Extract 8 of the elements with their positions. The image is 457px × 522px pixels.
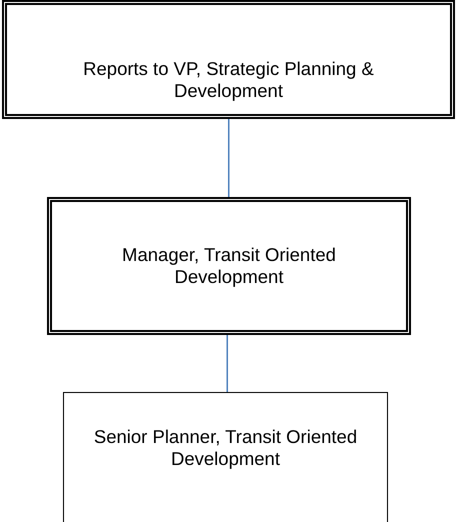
connector-line [228,119,230,197]
position-title: Manager, Transit Oriented Development [121,244,337,288]
org-chart-box [2,0,455,119]
connector-line [226,335,228,392]
position-title: Reports to VP, Strategic Planning & Development [82,58,375,102]
org-chart-box [63,392,388,522]
org-chart-box [47,197,411,335]
position-title: Senior Planner, Transit Oriented Development [92,426,358,470]
